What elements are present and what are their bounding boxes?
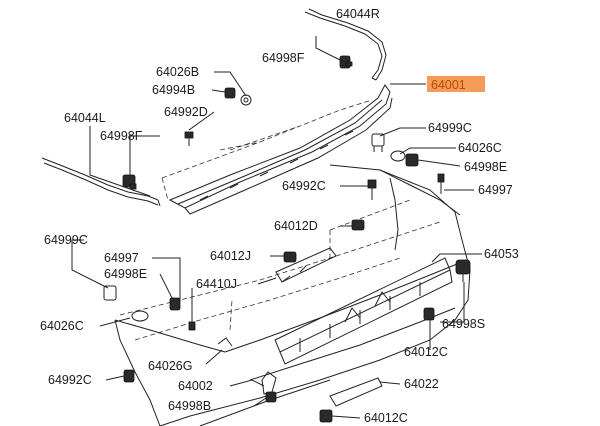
clip-64012J <box>283 251 297 263</box>
clip-64012D <box>351 219 365 231</box>
label-64026C-left: 64026C <box>40 319 84 333</box>
label-64012C-right: 64012C <box>404 345 448 359</box>
label-64410J: 64410J <box>196 277 237 291</box>
clip-64026g-part <box>217 337 233 347</box>
label-64012D: 64012D <box>274 219 318 233</box>
label-64999C-left: 64999C <box>44 233 88 247</box>
bracket-64002 <box>261 371 277 395</box>
label-64997-left: 64997 <box>104 251 139 265</box>
label-64001: 64001 <box>431 78 466 92</box>
label-64044L: 64044L <box>64 111 106 125</box>
reinforcement-beam <box>274 257 453 365</box>
label-64012J: 64012J <box>210 249 251 263</box>
rivet-64999C-left <box>103 285 117 301</box>
screw-64992D <box>184 131 194 146</box>
reference-outline-bumper <box>119 221 441 316</box>
label-64998F-top: 64998F <box>262 51 305 65</box>
label-64994B: 64994B <box>152 83 195 97</box>
label-64992C-bottom: 64992C <box>48 373 92 387</box>
label-64998S: 64998S <box>442 317 485 331</box>
label-64992C-mid: 64992C <box>282 179 326 193</box>
label-64002: 64002 <box>178 379 213 393</box>
washer-64026C-left <box>131 310 149 322</box>
side-strip-right <box>304 8 387 81</box>
screw-64997-right <box>437 173 445 194</box>
rivet-64999C-right <box>371 133 385 152</box>
fastener-64998E-right <box>405 153 419 167</box>
label-64998E-left: 64998E <box>104 267 147 281</box>
washer-64026B <box>240 94 252 106</box>
clip-64994B <box>224 87 236 99</box>
label-64026G: 64026G <box>148 359 192 373</box>
leader-lines <box>71 36 482 419</box>
highlight-box <box>427 76 485 92</box>
bracket-64410j <box>275 247 337 283</box>
label-64026C-right: 64026C <box>458 141 502 155</box>
side-strip-left <box>41 157 161 207</box>
screw-64997-left <box>188 288 196 331</box>
label-64044R: 64044R <box>336 7 380 21</box>
label-64999C-right: 64999C <box>428 121 472 135</box>
label-64998F-left: 64998F <box>100 129 143 143</box>
label-64053: 64053 <box>484 247 519 261</box>
label-64998E-right: 64998E <box>464 160 507 174</box>
clip-64012C-right <box>423 307 435 321</box>
fastener-64998F-left <box>122 174 137 190</box>
fastener-64998E-left <box>169 297 181 311</box>
label-64012C-bottom: 64012C <box>364 411 408 425</box>
fastener-64998F-top <box>339 55 353 69</box>
label-64022: 64022 <box>404 377 439 391</box>
clip-64012C-bottom <box>319 409 333 423</box>
label-64026B: 64026B <box>156 65 199 79</box>
label-64992D: 64992D <box>164 105 208 119</box>
label-64998B: 64998B <box>168 399 211 413</box>
bracket-64022 <box>329 377 383 407</box>
fastener-64998S <box>455 259 471 282</box>
label-64997-right: 64997 <box>478 183 513 197</box>
screw-64992C-bottom <box>123 369 135 383</box>
upper-rail-part <box>168 84 393 215</box>
screw-64992C-mid <box>367 179 377 200</box>
fastener-64998B <box>265 391 277 403</box>
